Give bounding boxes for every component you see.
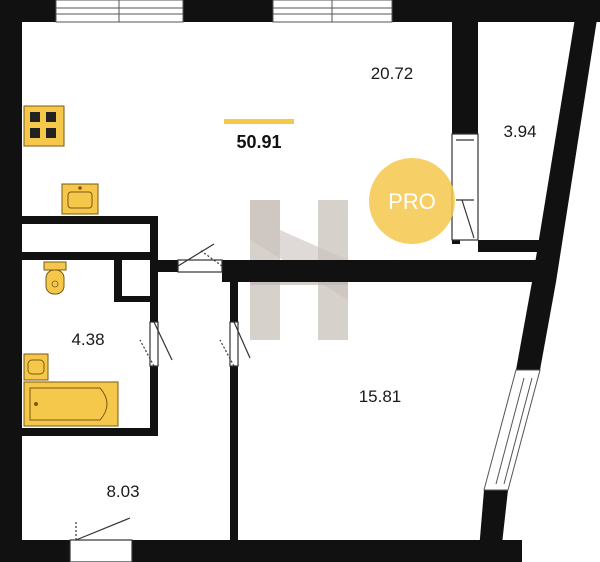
- window-right: [483, 369, 541, 491]
- room-area-balcony: 3.94: [503, 122, 536, 141]
- room-area-bedroom: 15.81: [359, 387, 402, 406]
- door-living: [177, 243, 223, 273]
- kitchen-sink-icon: [61, 183, 99, 215]
- bathtub-icon: [23, 381, 119, 427]
- room-area-bathroom: 4.38: [71, 330, 104, 349]
- total-area: 50.91: [236, 132, 281, 152]
- pro-badge-text: PRO: [388, 189, 436, 214]
- door-bedroom: [219, 321, 251, 367]
- stove-icon: [23, 105, 65, 147]
- bathroom-sink-icon: [23, 353, 49, 381]
- door-entrance: [69, 517, 133, 562]
- toilet-icon: [43, 261, 67, 295]
- window-top-left: [55, 0, 184, 23]
- room-area-hallway: 8.03: [106, 482, 139, 501]
- window-top-right: [272, 0, 393, 23]
- room-area-living-kitchen: 20.72: [371, 64, 414, 83]
- pro-badge: PRO: [369, 158, 455, 244]
- total-area-accent-line: [224, 119, 294, 124]
- door-balcony: [451, 133, 479, 241]
- door-bathroom: [139, 321, 173, 367]
